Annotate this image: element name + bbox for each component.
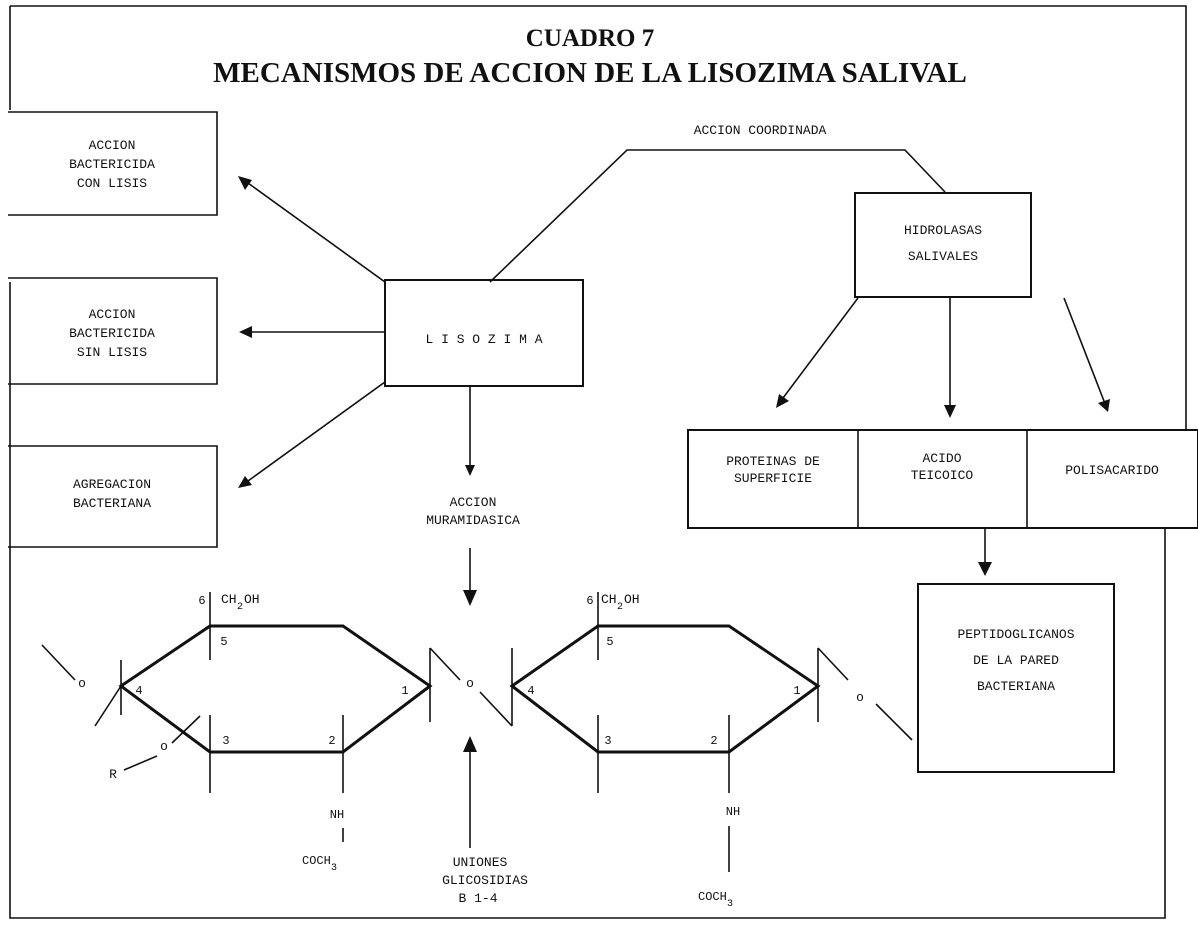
ring1-num-6: 6 (198, 594, 205, 608)
arrowhead-polisacarido (1098, 399, 1110, 412)
cell-proteinas-line2: SUPERFICIE (734, 471, 812, 486)
arrowhead-sin-lisis (239, 326, 252, 338)
label-uniones-1: UNIONES (453, 855, 508, 870)
ring1-r-label: R (109, 767, 117, 782)
label-uniones-2: GLICOSIDIAS (442, 873, 528, 888)
box-bactericida-con-lisis-line1: ACCION (89, 138, 136, 153)
box-lisozima (384, 279, 584, 387)
box-hidrolasas-line1: HIDROLASAS (904, 223, 982, 238)
ring1-o-r-label: o (160, 739, 168, 754)
arrow-to-con-lisis (247, 182, 386, 283)
arrowhead-lisozima-down (465, 465, 475, 476)
ring1-o-left (41, 644, 76, 681)
ring2-coch3-label: COCH (698, 890, 727, 904)
box-bactericida-sin-lisis-line3: SIN LISIS (77, 345, 147, 360)
ring2-num-1: 1 (793, 684, 800, 698)
ring1-c4-diag (94, 685, 122, 727)
box-lisozima-label: L I S O Z I M A (425, 332, 542, 347)
ring2-right-zigzag-2 (875, 703, 913, 741)
arrowhead-acido (944, 405, 956, 418)
cell-polisacarido: POLISACARIDO (1065, 463, 1159, 478)
ring1-ch2oh-ch: CH (221, 592, 237, 607)
ring2-num-4: 4 (527, 684, 534, 698)
label-accion-muramidasica-2: MURAMIDASICA (426, 513, 520, 528)
line-accion-coordinada (489, 149, 946, 283)
box-bactericida-sin-lisis (8, 277, 218, 385)
ring2-num-2: 2 (710, 734, 717, 748)
ring1-num-4: 4 (135, 684, 142, 698)
ring1-coch3-label: COCH (302, 854, 331, 868)
title-line-1: CUADRO 7 (526, 25, 654, 52)
ring1-nh-label: NH (330, 808, 344, 822)
label-accion-muramidasica-1: ACCION (450, 495, 497, 510)
ring1-o-left-label: o (78, 676, 86, 691)
ring2-coch3-sub: 3 (727, 899, 733, 910)
arrowhead-proteinas (776, 394, 789, 408)
ring2-num-3: 3 (604, 734, 611, 748)
box-bactericida-sin-lisis-line2: BACTERICIDA (69, 326, 155, 341)
sugar-ring-1 (118, 624, 433, 754)
ring1-num-5: 5 (220, 635, 227, 649)
box-bactericida-sin-lisis-line1: ACCION (89, 307, 136, 322)
box-hidrolasas (854, 192, 1032, 298)
arrowhead-uniones (463, 736, 477, 752)
ring2-nh-label: NH (726, 805, 740, 819)
ring1-r-bond (123, 755, 158, 771)
cell-acido-line2: TEICOICO (911, 468, 974, 483)
box-three-cells (687, 429, 1198, 529)
ring2-right-o-label: o (856, 690, 864, 705)
box-agregacion-line1: AGREGACION (73, 477, 151, 492)
link-zigzag-2 (479, 691, 513, 727)
arrow-to-agregacion (247, 381, 386, 482)
link-o-label: o (466, 676, 474, 691)
box-bactericida-con-lisis (8, 111, 218, 216)
sugar-ring-2 (509, 624, 821, 754)
box-peptidoglicanos-line2: DE LA PARED (973, 653, 1059, 668)
link-zigzag-1 (429, 647, 461, 681)
arrow-to-proteinas (782, 297, 859, 399)
cell-acido-line1: ACIDO (922, 451, 961, 466)
label-uniones-3: B 1-4 (458, 891, 497, 906)
box-peptidoglicanos (917, 583, 1115, 773)
ring2-num-6: 6 (586, 594, 593, 608)
ring2-ch2oh-oh: OH (624, 592, 640, 607)
cell-proteinas-line1: PROTEINAS DE (726, 454, 820, 469)
ring2-ch2oh-sub: 2 (617, 602, 623, 613)
outer-frame (9, 5, 1187, 919)
box-hidrolasas-line2: SALIVALES (908, 249, 978, 264)
ring1-num-3: 3 (222, 734, 229, 748)
ring1-o-r-bond (171, 715, 201, 744)
ring2-ch2oh-ch: CH (601, 592, 617, 607)
ring2-num-5: 5 (606, 635, 613, 649)
arrowhead-muramidasica (463, 590, 477, 606)
box-peptidoglicanos-line3: BACTERIANA (977, 679, 1055, 694)
title-line-2: MECANISMOS DE ACCION DE LA LISOZIMA SALI… (213, 57, 967, 89)
arrowhead-con-lisis (238, 176, 252, 190)
label-accion-coordinada: ACCION COORDINADA (694, 123, 827, 138)
box-agregacion (8, 445, 218, 548)
box-bactericida-con-lisis-line3: CON LISIS (77, 176, 147, 191)
box-peptidoglicanos-line1: PEPTIDOGLICANOS (957, 627, 1074, 642)
box-bactericida-con-lisis-line2: BACTERICIDA (69, 157, 155, 172)
ring1-ch2oh-oh: OH (244, 592, 260, 607)
ring2-right-zigzag-1 (817, 647, 849, 681)
arrow-to-polisacarido (1063, 297, 1105, 402)
ring1-coch3-sub: 3 (331, 863, 337, 874)
ring1-ch2oh-sub: 2 (237, 602, 243, 613)
arrowhead-peptidoglicanos (978, 562, 992, 576)
arrowhead-agregacion (238, 476, 252, 488)
box-agregacion-line2: BACTERIANA (73, 496, 151, 511)
ring1-num-1: 1 (401, 684, 408, 698)
ring1-num-2: 2 (328, 734, 335, 748)
